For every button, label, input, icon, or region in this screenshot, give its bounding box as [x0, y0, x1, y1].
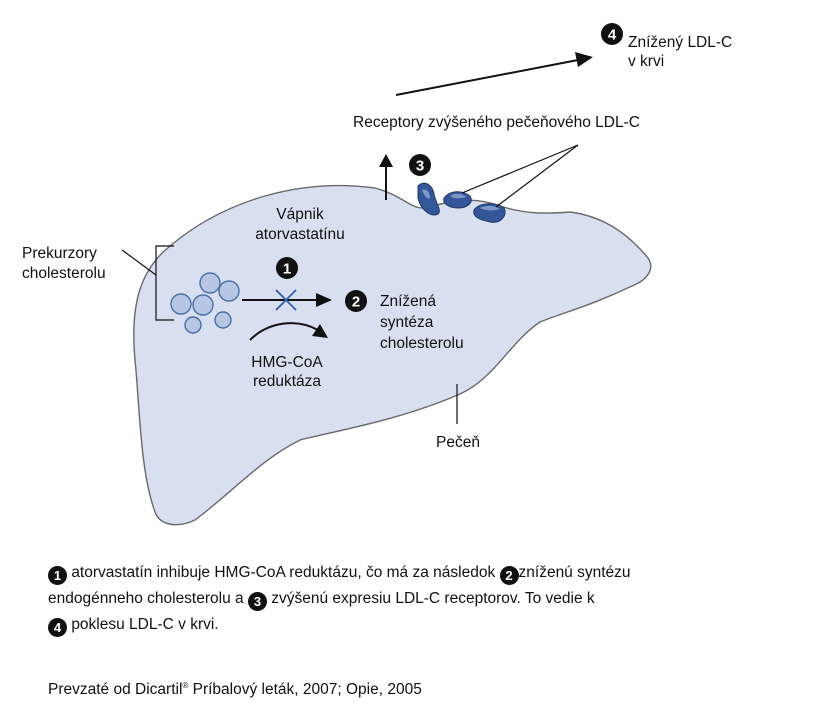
precursor-leader	[121, 249, 157, 276]
precursors-label-1: Prekurzory	[22, 245, 97, 262]
molecule	[192, 294, 214, 316]
molecule	[199, 272, 221, 294]
caption-line-2: endogénneho cholesterolu a 3 zvýšenú exp…	[48, 586, 798, 612]
liver-shape	[133, 184, 652, 526]
upregulation-arrow-head	[379, 154, 393, 167]
liver-diagram: 1 2 3 4 Znížený LDL-C v krvi Receptory z…	[22, 23, 732, 526]
synthesis-arrow-head	[316, 293, 332, 307]
caption-line-3: 4 poklesu LDL-C v krvi.	[48, 612, 798, 638]
inhibition-x	[275, 289, 297, 311]
caption-badge-3: 3	[247, 592, 267, 611]
source-rest: Príbalový leták, 2007; Opie, 2005	[192, 681, 422, 699]
svg-text:2: 2	[352, 294, 360, 311]
caption-badge-2: 2	[499, 566, 519, 585]
enzyme-arrow-head	[312, 324, 328, 338]
registered-mark: ®	[182, 681, 189, 690]
result-arrow-head	[575, 52, 593, 67]
caption-text-2a: endogénneho cholesterolu a	[48, 590, 244, 607]
caption-text-3: poklesu LDL-C v krvi.	[71, 616, 219, 633]
svg-text:4: 4	[608, 27, 617, 44]
caption-text-2b: zvýšenú expresiu LDL-C receptorov. To ve…	[271, 590, 595, 607]
precursors-label-2: cholesterolu	[22, 265, 106, 282]
result-arrow	[395, 59, 579, 96]
source-citation: Prevzaté od Dicartil® Príbalový leták, 2…	[48, 681, 422, 699]
enzyme-label-2: reduktáza	[253, 373, 321, 390]
caption: 1 atorvastatín inhibuje HMG-CoA reduktáz…	[48, 560, 798, 638]
badge-3: 3	[409, 154, 431, 176]
reduced-synthesis-label-3: cholesterolu	[380, 335, 464, 352]
reduced-synthesis-label-1: Znížená	[380, 293, 436, 310]
atorvastatin-label-2: atorvastatínu	[255, 226, 345, 243]
atorvastatin-label-1: Vápnik	[276, 206, 324, 223]
molecule	[184, 316, 202, 334]
svg-text:1: 1	[283, 261, 291, 278]
liver-label: Pečeň	[436, 434, 480, 451]
source-prefix: Prevzaté od Dicartil	[48, 681, 183, 699]
precursor-bracket	[155, 245, 174, 321]
receptor-leader-1	[461, 144, 579, 194]
caption-text-1a: atorvastatín inhibuje HMG-CoA reduktázu,…	[71, 564, 496, 581]
receptors-label: Receptory zvýšeného pečeňového LDL-C	[353, 114, 640, 131]
receptor-leader-2	[495, 144, 579, 208]
enzyme-arrow	[249, 322, 319, 341]
molecule	[170, 293, 192, 315]
badge-1: 1	[276, 257, 298, 279]
result-ldl-label-2: v krvi	[628, 53, 664, 70]
badge-2: 2	[345, 290, 367, 312]
caption-badge-1: 1	[48, 566, 67, 585]
caption-line-1: 1 atorvastatín inhibuje HMG-CoA reduktáz…	[48, 560, 798, 586]
molecule	[218, 280, 240, 302]
svg-text:3: 3	[416, 158, 424, 175]
molecule	[214, 311, 232, 329]
reduced-synthesis-label-2: syntéza	[380, 314, 434, 331]
enzyme-label-1: HMG-CoA	[251, 354, 323, 371]
caption-badge-4: 4	[48, 618, 67, 637]
result-ldl-label-1: Znížený LDL-C	[628, 34, 732, 51]
cholesterol-precursor-molecules	[170, 272, 240, 334]
caption-text-1b: zníženú syntézu	[518, 564, 631, 581]
badge-4: 4	[601, 23, 623, 45]
